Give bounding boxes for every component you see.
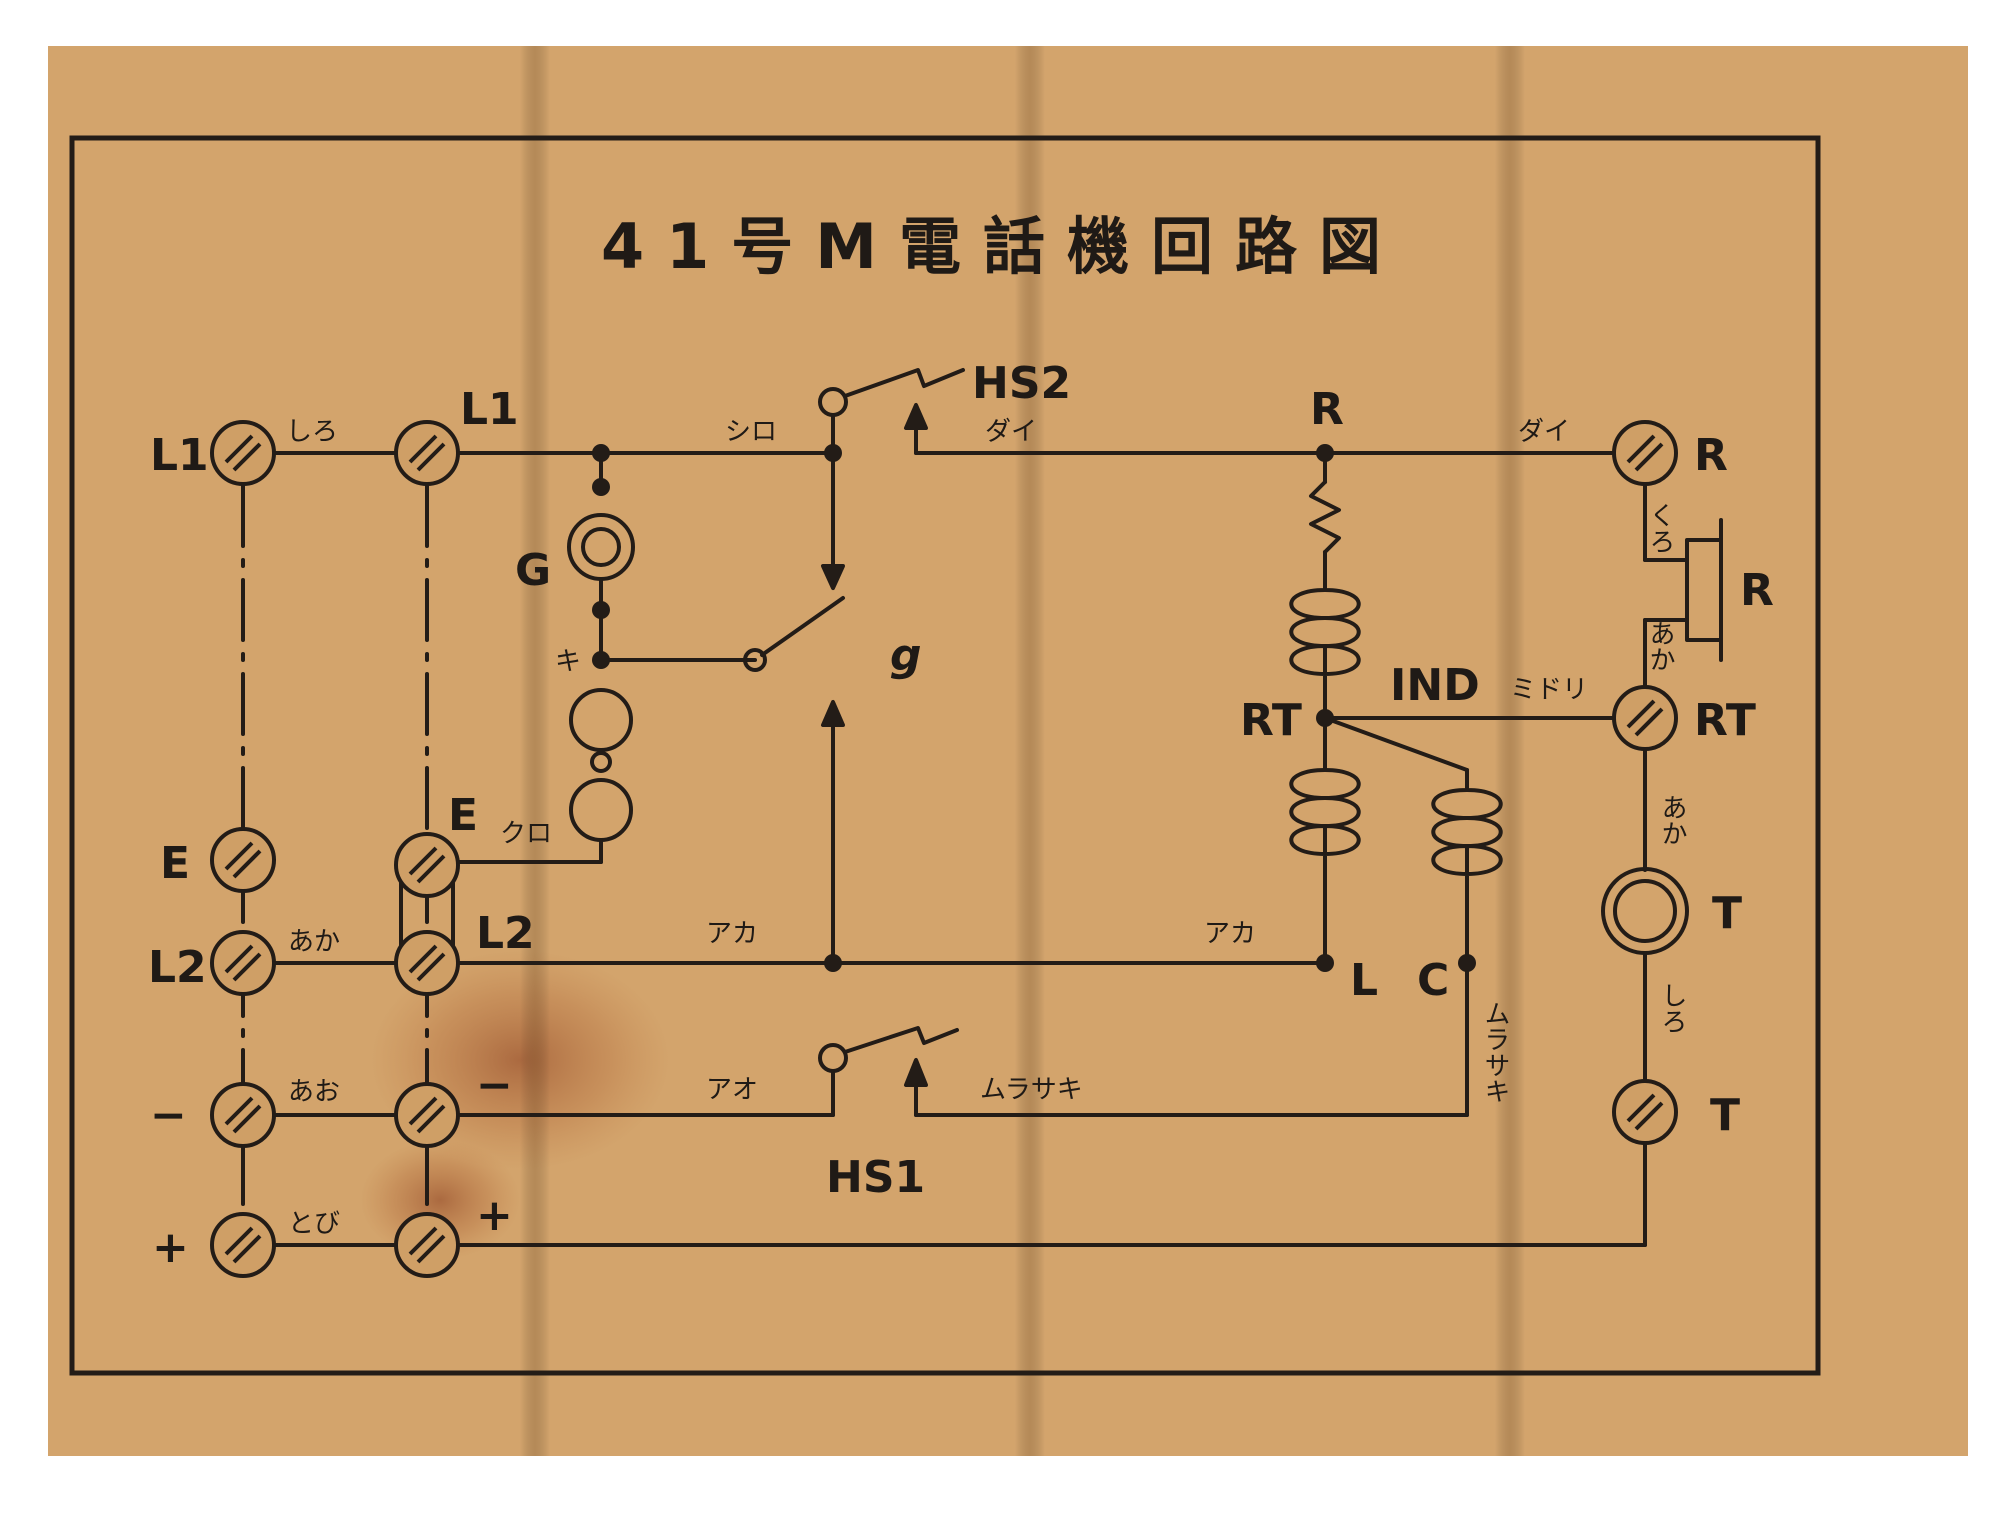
wire-label-aka-kata-2: アカ: [1204, 919, 1256, 949]
wire-label-midori: ミドリ: [1510, 675, 1588, 705]
label-C-bottom: C: [1417, 955, 1449, 1006]
label-right-R: R: [1694, 430, 1728, 481]
label-R-top: R: [1310, 384, 1344, 435]
fold-line: [520, 46, 550, 1456]
terminal-minus-left: [210, 1082, 276, 1148]
wire-label-kuro-kata: クロ: [500, 819, 552, 849]
label-left-minus: −: [150, 1090, 187, 1141]
ind-coil-lower: [1289, 768, 1361, 965]
hs2-arrow: [904, 403, 928, 430]
hs1-contact: [818, 1043, 848, 1073]
terminal-E-inner: [394, 832, 460, 898]
wire-label-shiro: しろ: [286, 417, 338, 447]
fold-line: [1015, 46, 1045, 1456]
label-transmitter-T: T: [1712, 888, 1742, 939]
terminal-E-left: [210, 827, 276, 893]
hs1-lever: [843, 1026, 959, 1054]
terminal-L1-inner: [394, 420, 460, 486]
wire-label-murasaki-2: ムラサキ: [1480, 1000, 1510, 1104]
wire-label-aka-hira-3: あか: [1657, 794, 1687, 846]
wire-label-dai-1: ダイ: [985, 417, 1037, 447]
label-inner-minus: −: [476, 1060, 513, 1111]
label-right-RT: RT: [1694, 695, 1756, 746]
diagram-title: 41号M電話機回路図: [601, 210, 1403, 283]
wire-label-murasaki-1: ムラサキ: [980, 1075, 1083, 1105]
label-left-L1: L1: [150, 430, 209, 481]
terminal-L2-left: [210, 930, 276, 996]
label-receiver-R: R: [1740, 565, 1774, 616]
wire-label-shiro-kata: シロ: [725, 417, 777, 447]
g-coil-inner: [581, 527, 621, 567]
wire-label-tobi: とび: [288, 1209, 340, 1239]
label-inner-L1: L1: [460, 384, 519, 435]
label-L-bottom: L: [1350, 955, 1378, 1006]
wire-label-ki: キ: [555, 647, 581, 677]
hs2-lever: [843, 368, 965, 398]
terminal-L1-left: [210, 420, 276, 486]
wire-label-kuro-hira: くろ: [1645, 502, 1675, 554]
label-inner-E: E: [448, 790, 478, 841]
label-left-E: E: [160, 838, 190, 889]
wire-label-shiro-hira-2: しろ: [1657, 982, 1687, 1034]
label-left-L2: L2: [148, 942, 207, 993]
wire-label-aka-kata-1: アカ: [706, 919, 758, 949]
terminal-minus-inner: [394, 1082, 460, 1148]
label-G: G: [515, 545, 551, 596]
label-IND: IND: [1390, 660, 1480, 711]
label-left-plus: +: [152, 1222, 189, 1273]
label-HS2: HS2: [972, 358, 1071, 409]
label-g: g: [890, 630, 922, 681]
resistor: [1309, 480, 1341, 554]
label-RT-mid: RT: [1240, 695, 1302, 746]
terminal-R-right: [1612, 420, 1678, 486]
wire-label-ao-kata: アオ: [706, 1075, 758, 1105]
label-inner-plus: +: [476, 1190, 513, 1241]
label-inner-L2: L2: [476, 908, 535, 959]
terminal-L2-inner: [394, 930, 460, 996]
ind-coil-side: [1431, 768, 1503, 965]
diagram-frame: [69, 135, 1821, 1376]
wire-label-aka: あか: [288, 927, 340, 957]
fold-line: [1495, 46, 1525, 1456]
terminal-plus-inner: [394, 1212, 460, 1278]
transmitter-inner: [1613, 879, 1677, 943]
label-HS1: HS1: [826, 1152, 925, 1203]
wire-label-dai-2: ダイ: [1518, 417, 1570, 447]
terminal-plus-left: [210, 1212, 276, 1278]
wire-label-aka-hira-2: あか: [1645, 620, 1675, 672]
wire-label-ao: あお: [288, 1077, 340, 1107]
ind-coil-upper: [1289, 550, 1361, 720]
terminal-RT-right: [1612, 685, 1678, 751]
terminal-T-right: [1612, 1079, 1678, 1145]
label-right-T: T: [1710, 1090, 1740, 1141]
